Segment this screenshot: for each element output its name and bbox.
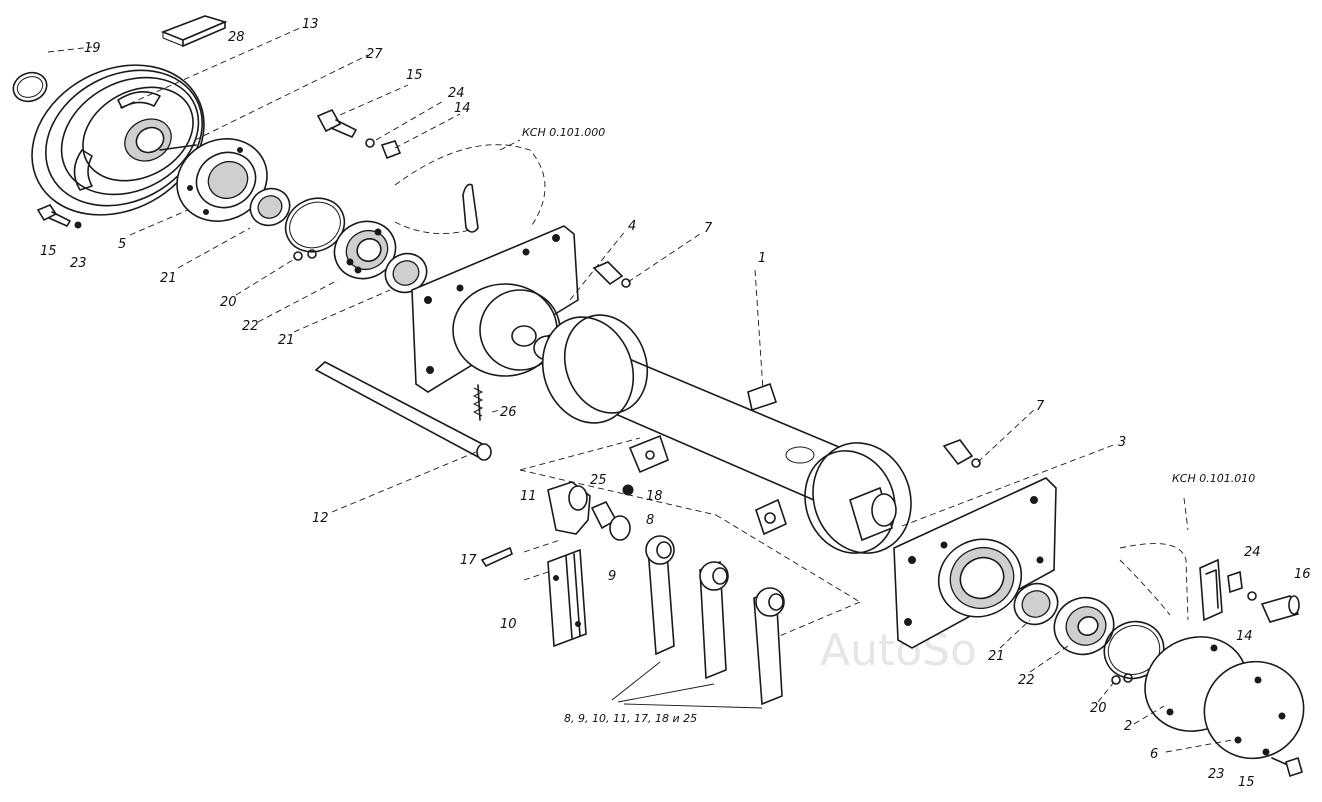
callout-23-right: 23	[1208, 767, 1225, 782]
bolt-15-left	[36, 204, 82, 229]
callout-15-top: 15	[406, 68, 423, 83]
callout-21-right: 21	[988, 649, 1005, 664]
callout-22-right: 22	[1018, 673, 1035, 688]
callout-16: 16	[1294, 567, 1311, 582]
callout-14-right: 14	[1236, 629, 1253, 644]
callout-12: 12	[312, 511, 329, 526]
callout-24-right: 24	[1244, 545, 1261, 560]
callout-28: 28	[228, 30, 245, 45]
code-bracket-lower	[1183, 497, 1189, 531]
callout-20-left: 20	[220, 295, 237, 310]
callout-14-top: 14	[454, 101, 471, 116]
snap-ring-20-left	[284, 197, 346, 261]
pulley-13	[31, 64, 205, 216]
callout-2: 2	[1124, 719, 1132, 734]
callout-17: 17	[460, 553, 477, 568]
grease-fitting-7-lower	[942, 439, 981, 468]
callout-9: 9	[608, 569, 616, 584]
callout-22-left: 22	[242, 319, 259, 334]
bearing-cover-5	[176, 138, 268, 222]
callout-7-upper: 7	[704, 221, 713, 236]
callout-23-left: 23	[70, 256, 87, 271]
callout-10: 10	[500, 617, 517, 632]
flange-plate-3	[893, 477, 1057, 649]
assembly-code-lower: КСН 0.101.010	[1172, 472, 1255, 485]
cover-6	[1203, 660, 1305, 760]
bearing-22-left	[333, 220, 397, 280]
callout-24-top: 24	[448, 86, 465, 101]
key-28	[160, 15, 228, 48]
callout-labels: 19 28 13 27 15 24 14 КСН 0.101.000 4 7 1…	[40, 17, 1311, 790]
housing-outline-right-dashed	[1119, 543, 1223, 622]
flange-plate-4	[411, 225, 579, 393]
callout-21-left-b: 21	[278, 333, 295, 348]
grease-fitting-7-upper	[592, 261, 631, 288]
callout-19: 19	[84, 41, 101, 56]
callout-4: 4	[628, 219, 636, 234]
snap-ring-19	[12, 71, 48, 103]
bolt-15-top	[316, 108, 402, 160]
parts-group-note: 8, 9, 10, 11, 17, 18 и 25	[564, 712, 697, 725]
bolt-16-right	[1227, 570, 1300, 623]
callout-13: 13	[302, 17, 319, 32]
main-shaft-1	[533, 269, 912, 554]
lever-assembly	[480, 437, 861, 709]
callout-3: 3	[1118, 435, 1126, 450]
callout-11: 11	[520, 489, 537, 504]
bolt-15-bottom-right	[1262, 748, 1303, 778]
callout-1: 1	[758, 251, 766, 266]
callout-20-right: 20	[1090, 701, 1107, 716]
callout-27: 27	[366, 47, 383, 62]
callout-leaders	[47, 27, 1233, 753]
spring-pin-26	[472, 384, 484, 421]
assembly-code-upper: КСН 0.101.000	[522, 126, 605, 139]
rod-12	[314, 361, 492, 461]
callout-15-left: 15	[40, 244, 57, 259]
callout-18: 18	[646, 489, 663, 504]
callout-25: 25	[590, 473, 607, 488]
callout-8-a: 8	[646, 513, 654, 528]
callout-7-lower: 7	[1036, 399, 1045, 414]
callout-6: 6	[1150, 747, 1158, 762]
seal-21-left-b	[384, 252, 428, 294]
callout-15-right: 15	[1238, 775, 1255, 790]
snap-ring-20-right	[1103, 620, 1165, 685]
callout-21-left-a: 21	[160, 271, 177, 286]
seal-21-left-a	[249, 187, 291, 227]
housing-outline-dashed	[394, 144, 546, 235]
seal-21-right	[1013, 582, 1059, 626]
code-bracket-upper	[499, 139, 521, 151]
callout-5: 5	[118, 237, 126, 252]
callout-26: 26	[500, 405, 517, 420]
bearing-22-right	[1053, 596, 1115, 656]
